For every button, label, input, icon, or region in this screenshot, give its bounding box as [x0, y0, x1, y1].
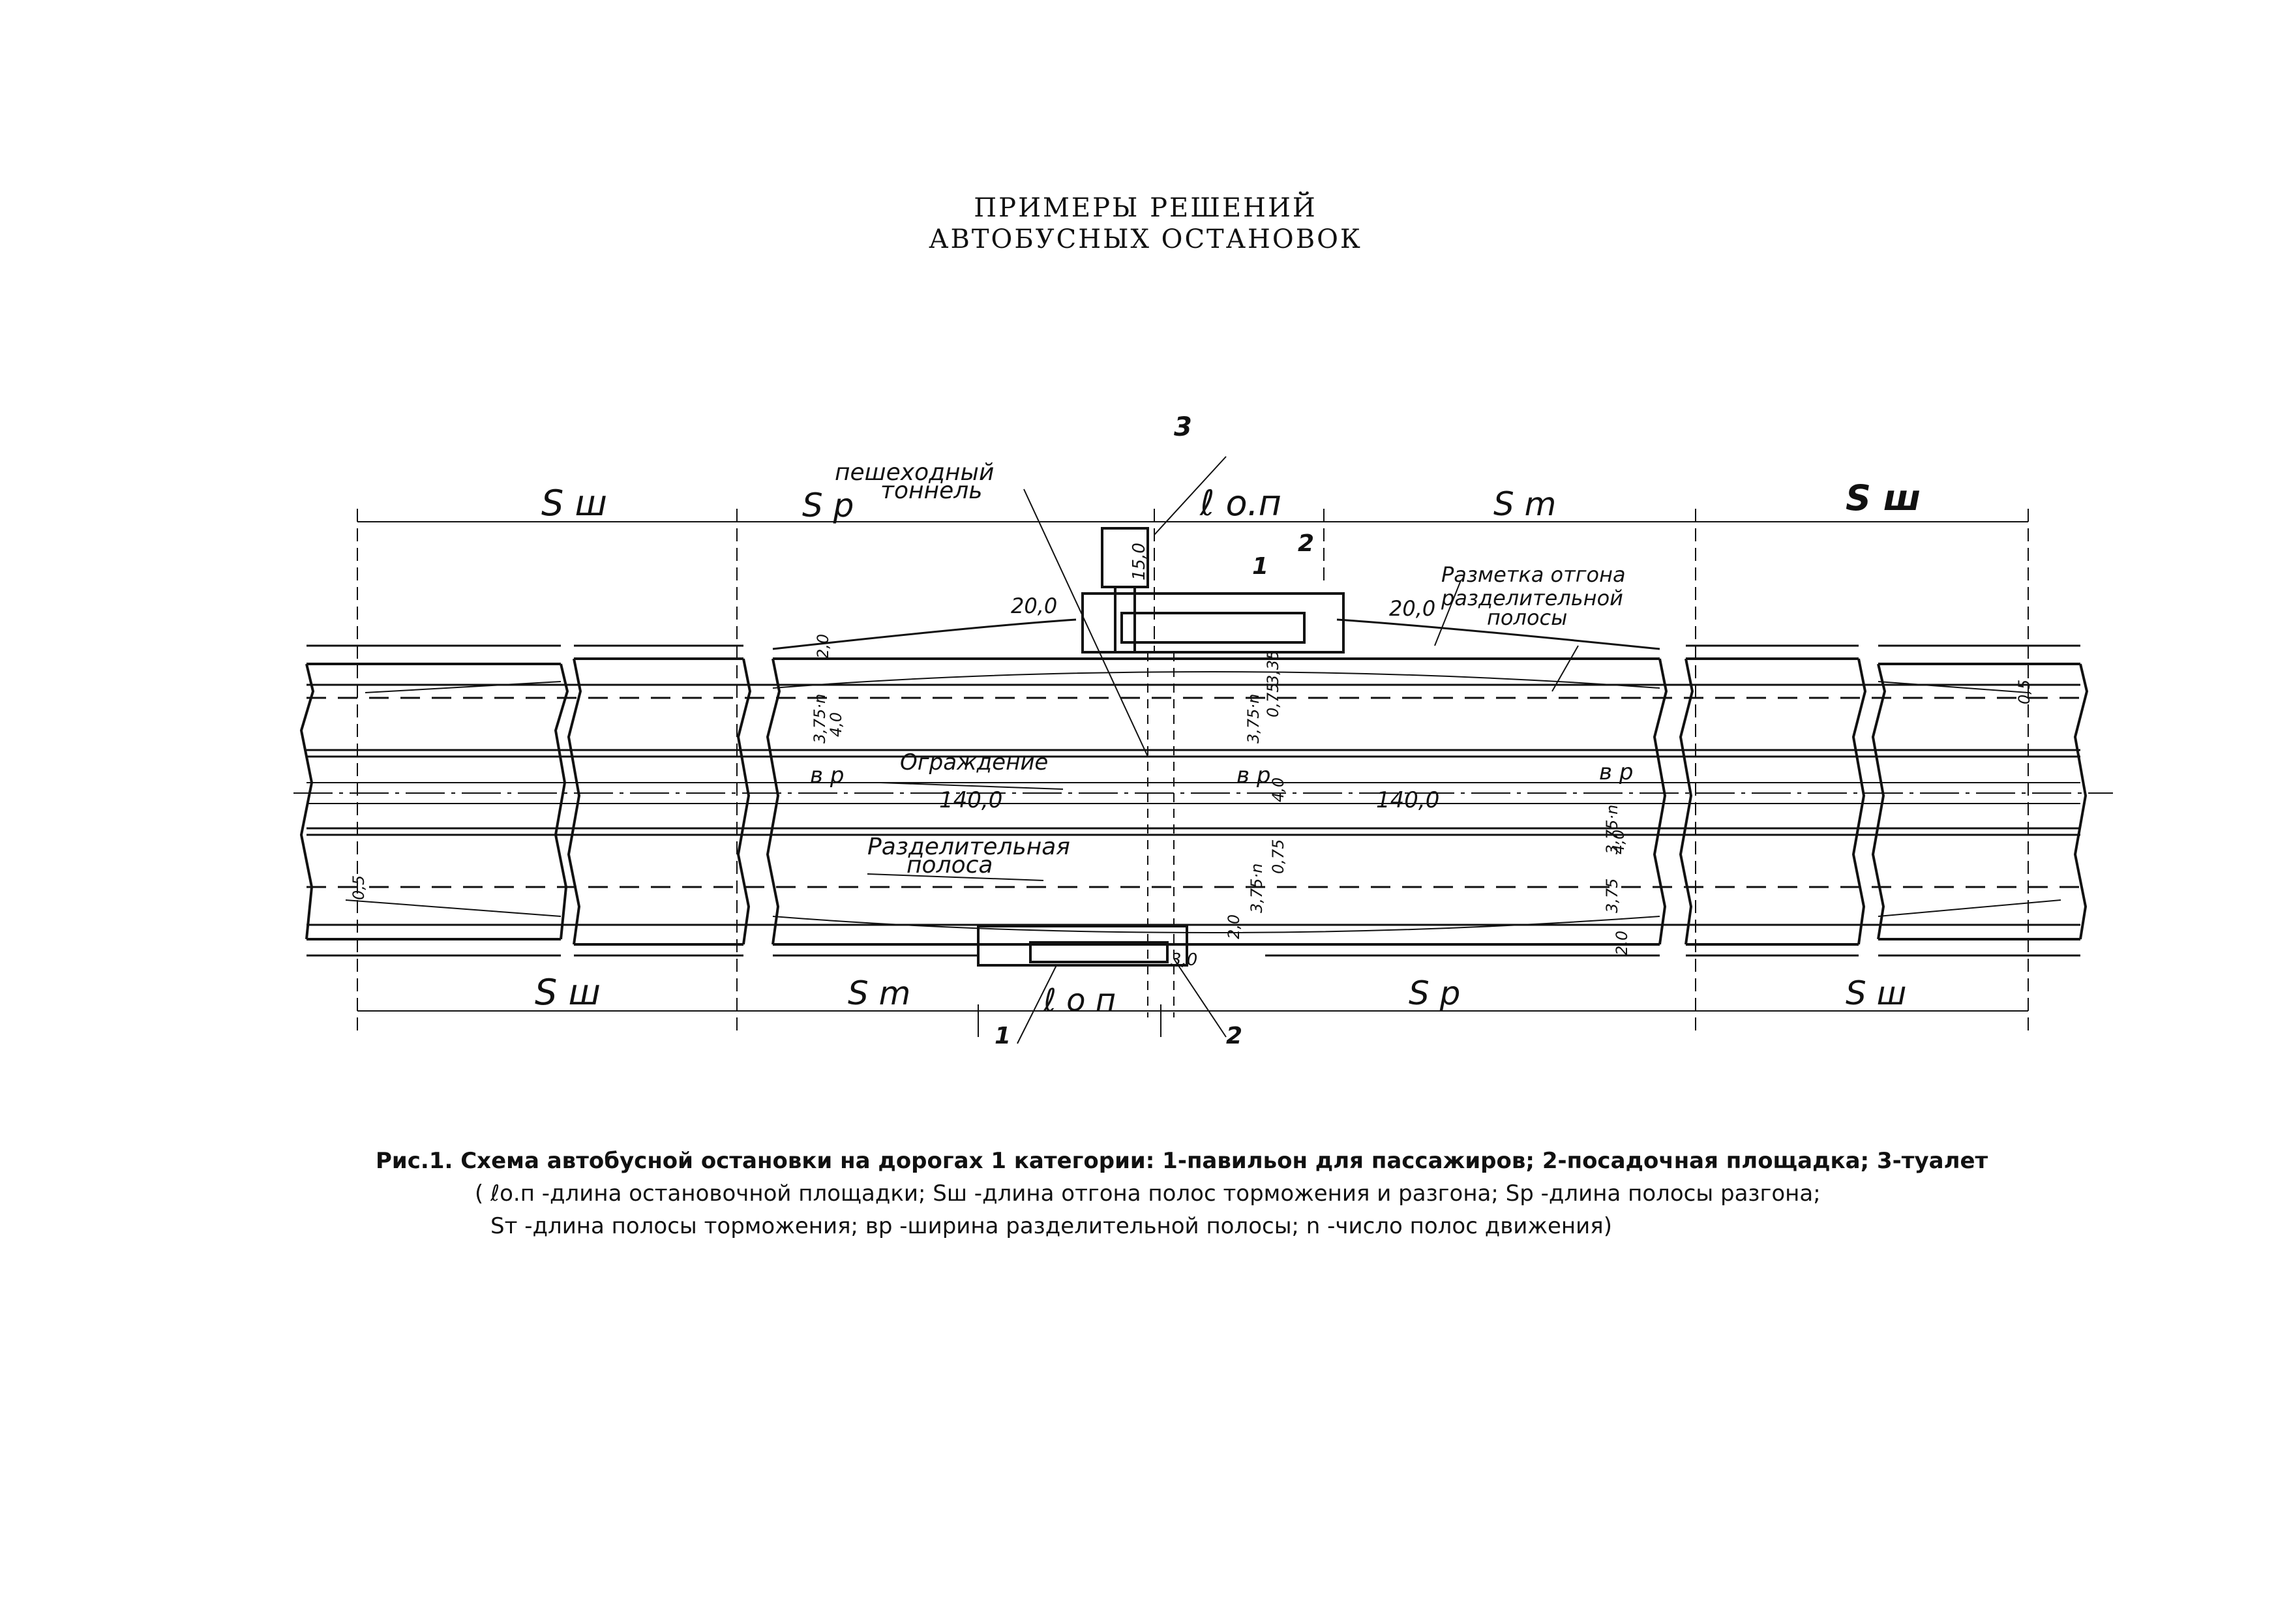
- dim-075-top: 0,75: [1264, 683, 1282, 717]
- leader-lines: [867, 456, 1579, 1044]
- s-sh-bottom-left-label: S ш: [535, 972, 601, 1013]
- dim-375n-centre-bottom: 3,75·n: [1248, 864, 1266, 913]
- figure-caption-line-2: ( ℓо.п -длина остановочной площадки; Sш …: [475, 1180, 1821, 1207]
- dim-375n-right: 3,75·n: [1603, 805, 1621, 854]
- l-on-top-label: ℓ о.п: [1199, 483, 1281, 524]
- dim-20-left: 20,0: [1011, 594, 1057, 618]
- l-on-bottom-label: ℓ о п: [1043, 982, 1116, 1019]
- callout-1-bottom: 1: [995, 1023, 1011, 1049]
- dim-140-left: 140,0: [939, 787, 1002, 813]
- top-bus-bay: [1081, 527, 1345, 654]
- callout-2-bottom: 2: [1226, 1023, 1242, 1049]
- dim-05-right: 0,5: [2015, 680, 2033, 704]
- dim-20-vertical-centre: 2,0: [1225, 914, 1243, 939]
- s-m-top-label: S m: [1493, 485, 1556, 523]
- bottom-bus-bay: [977, 925, 1188, 967]
- s-p-bottom-label: S р: [1409, 974, 1460, 1012]
- marking-label-line-1: Разметка отгона: [1441, 562, 1626, 587]
- callout-1-top: 1: [1252, 553, 1268, 580]
- dim-15-vertical: 15,0: [1130, 543, 1149, 580]
- marking-label-line-2: разделительной: [1441, 586, 1623, 610]
- dim-20-right: 20,0: [1389, 596, 1435, 621]
- s-m-bottom-label: S m: [848, 974, 910, 1012]
- dimension-lines: [357, 509, 2029, 1037]
- marking-label-line-3: полосы: [1487, 605, 1567, 630]
- toilet-block: [1101, 527, 1149, 588]
- dim-375-right: 3,75: [1603, 879, 1621, 913]
- dim-375n-left: 3,75·n: [811, 694, 829, 744]
- dim-375n-centre-top: 3,75·n: [1244, 694, 1263, 744]
- divider-label-line-2: полоса: [906, 852, 993, 879]
- divider-label-line-1: Разделительная: [867, 834, 1070, 860]
- callout-2-top: 2: [1298, 530, 1314, 557]
- s-sh-bottom-right-label: S ш: [1846, 974, 1906, 1012]
- b-p-centre: в р: [1236, 762, 1270, 789]
- dim-335: 3,35: [1264, 650, 1282, 685]
- roadside-ticks-top: [307, 618, 2080, 650]
- page-title-line-1: ПРИМЕРЫ РЕШЕНИЙ: [974, 193, 1317, 223]
- carriageway-lines: [307, 670, 2080, 934]
- figure-caption-line-1: Рис.1. Схема автобусной остановки на дор…: [376, 1148, 1988, 1174]
- dim-20-vertical-right: 2,0: [1613, 931, 1631, 955]
- dim-3-bottom: 3,0: [1171, 950, 1197, 970]
- dim-40-centre: 4,0: [1269, 777, 1287, 802]
- dim-140-right: 140,0: [1376, 787, 1439, 813]
- s-sh-top-left-label: S ш: [541, 483, 607, 524]
- dim-20-vertical-left: 2,0: [814, 634, 832, 659]
- dim-075-bottom: 0,75: [1269, 839, 1287, 874]
- tunnel-label-line-1: пешеходный: [835, 459, 994, 486]
- s-p-top-label: S р: [802, 487, 854, 524]
- dim-40-right: 4,0: [1610, 830, 1628, 854]
- road-outline: [299, 657, 2089, 946]
- lane-dashes: [307, 697, 2080, 888]
- dim-05-left: 0,5: [350, 875, 368, 900]
- s-sh-top-right-label: S ш: [1846, 477, 1921, 519]
- barrier-label: Ограждение: [900, 749, 1048, 775]
- tunnel-label-line-2: тоннель: [880, 477, 982, 504]
- b-p-right: в р: [1599, 759, 1633, 785]
- b-p-left: в р: [810, 762, 844, 789]
- callout-3: 3: [1174, 412, 1192, 442]
- tunnel-lines: [1147, 652, 1175, 1017]
- page-title-line-2: АВТОБУСНЫХ ОСТАНОВОК: [929, 224, 1362, 254]
- dim-40-left: 4,0: [827, 712, 845, 737]
- figure-caption-line-3: Sт -длина полосы торможения; вр -ширина …: [490, 1213, 1612, 1239]
